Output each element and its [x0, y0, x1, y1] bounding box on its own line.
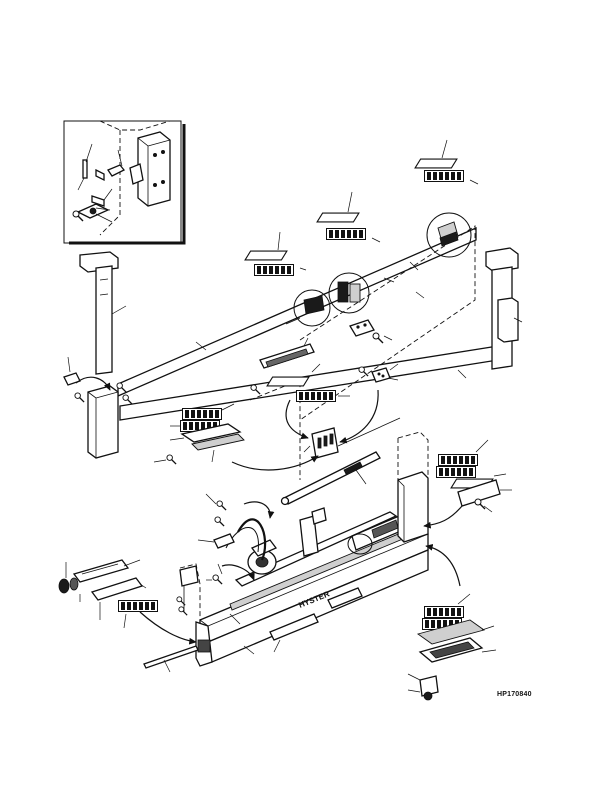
wear-pad-group-center [250, 337, 399, 402]
connector-plate-upper [349, 277, 395, 344]
wear-pad-group-right [423, 439, 512, 587]
figure-id-label: HP170840 [497, 691, 532, 698]
wear-pad-group-top-right [414, 139, 479, 258]
wear-pad-group-left [153, 403, 245, 465]
wear-pad-group-bottom-right [407, 593, 497, 701]
left-mast-bracket [63, 305, 207, 405]
lower-carriage-assembly: HYSTER [143, 431, 429, 673]
valve-junction-block [231, 389, 401, 471]
inset-detail-panel [63, 120, 186, 245]
upper-frame-assembly [79, 225, 519, 480]
wear-pad-group-upper-middle [316, 191, 381, 314]
callout-leaders-top [285, 261, 523, 379]
wear-pad-group-upper-left [244, 231, 331, 327]
wear-pad-group-bottom-left [58, 559, 197, 645]
